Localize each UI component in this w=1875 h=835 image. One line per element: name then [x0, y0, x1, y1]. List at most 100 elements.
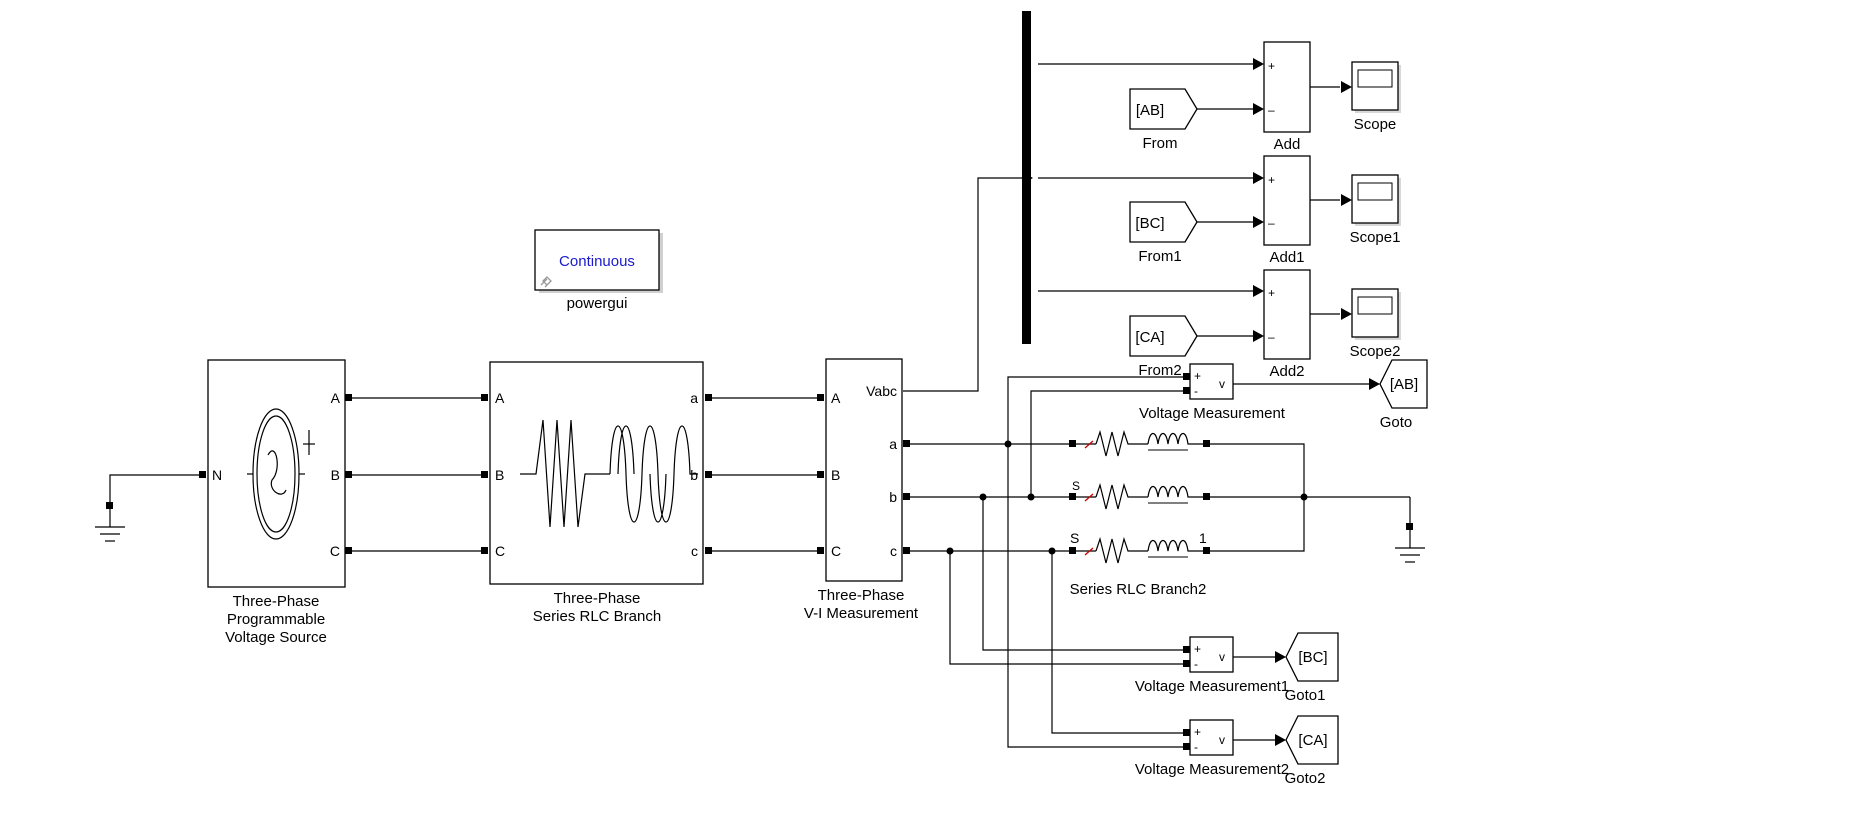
branch-frag-s1: S	[1072, 479, 1080, 493]
vi-out-port-c[interactable]	[903, 547, 910, 554]
three-phase-programmable-voltage-source[interactable]: A B C N Three-Phase Programmable Voltage…	[199, 359, 352, 646]
vi-in-port-a[interactable]	[817, 394, 824, 401]
rlc-name-line2: Series RLC Branch	[533, 608, 661, 625]
series-rlc-branch2[interactable]: S S 1 Series RLC Branch2	[1069, 429, 1210, 598]
vm2-minus-label: -	[1194, 740, 1198, 754]
add1-name: Add1	[1269, 249, 1304, 266]
scope2-screen-icon	[1357, 296, 1393, 315]
rlc-name-line1: Three-Phase	[554, 590, 641, 607]
branch-frag-1: 1	[1199, 530, 1207, 546]
from1-name: From1	[1138, 248, 1181, 265]
add2-plus-label: +	[1268, 286, 1275, 300]
add-block[interactable]: + – Add	[1263, 41, 1311, 153]
source-port-n-label: N	[212, 467, 222, 483]
from2-name: From2	[1138, 362, 1181, 379]
add1-block[interactable]: + – Add1	[1263, 155, 1311, 266]
voltage-measurement2-block[interactable]: + - v Voltage Measurement2	[1135, 719, 1289, 778]
scope1-name: Scope1	[1350, 229, 1401, 246]
ground-icon[interactable]	[95, 502, 125, 542]
junction-dots	[946, 440, 1308, 555]
vi-vabc-label: Vabc	[866, 383, 897, 399]
vm2-name: Voltage Measurement2	[1135, 761, 1289, 778]
rlc-in-port-c[interactable]	[481, 547, 488, 554]
vm2-out-label: v	[1219, 733, 1225, 747]
vm1-out-label: v	[1219, 650, 1225, 664]
add-minus-label: –	[1268, 103, 1275, 117]
source-port-a-label: A	[331, 390, 341, 406]
source-name-line1: Three-Phase	[233, 593, 320, 610]
source-port-b[interactable]	[345, 471, 352, 478]
scope1-block[interactable]: Scope1	[1350, 174, 1401, 246]
vi-in-b-label: B	[831, 467, 840, 483]
source-port-c[interactable]	[345, 547, 352, 554]
goto1-tag: [BC]	[1298, 649, 1327, 666]
source-port-c-label: C	[330, 543, 340, 559]
demux-bar[interactable]	[1022, 11, 1031, 344]
add2-block[interactable]: + – Add2	[1263, 269, 1311, 380]
from-tag: [AB]	[1136, 102, 1164, 119]
rlc-out-a-label: a	[690, 390, 698, 406]
rlc-out-c-label: c	[691, 543, 698, 559]
vi-in-a-label: A	[831, 390, 841, 406]
ground-icon-right[interactable]	[1395, 523, 1425, 563]
rlc-branch-a	[1069, 429, 1210, 457]
voltage-measurement-block[interactable]: + - v Voltage Measurement	[1139, 363, 1286, 422]
vm-out-label: v	[1219, 377, 1225, 391]
add1-plus-label: +	[1268, 173, 1275, 187]
vi-in-port-b[interactable]	[817, 471, 824, 478]
vi-in-port-c[interactable]	[817, 547, 824, 554]
vi-out-port-a[interactable]	[903, 440, 910, 447]
rlc-out-port-a[interactable]	[705, 394, 712, 401]
add1-minus-label: –	[1268, 216, 1275, 230]
rlc-in-a-label: A	[495, 390, 505, 406]
vi-name-line1: Three-Phase	[818, 587, 905, 604]
vi-out-a-label: a	[889, 436, 897, 452]
goto-tag: [AB]	[1390, 376, 1418, 393]
source-name-line2: Programmable	[227, 611, 325, 628]
three-phase-series-rlc-branch[interactable]: A B C a b c Three-Phase Series RLC Branc…	[481, 361, 712, 625]
rlc-arrow-icon	[1084, 440, 1094, 449]
vi-out-port-b[interactable]	[903, 493, 910, 500]
rlc-symbol-icon	[520, 419, 698, 528]
three-phase-vi-measurement[interactable]: A B C Vabc a b c Three-Phase V-I Measure…	[804, 358, 919, 622]
from1-block[interactable]: [BC] From1	[1129, 201, 1198, 265]
vm1-minus-label: -	[1194, 657, 1198, 671]
vm2-plus-label: +	[1194, 725, 1201, 739]
from-block[interactable]: [AB] From	[1129, 88, 1198, 152]
signal-lines	[109, 63, 1411, 748]
vm-name: Voltage Measurement	[1139, 405, 1286, 422]
vm1-plus-label: +	[1194, 642, 1201, 656]
rlc-in-c-label: C	[495, 543, 505, 559]
goto2-tag: [CA]	[1298, 732, 1327, 749]
library-link-icon	[540, 276, 552, 288]
add-name: Add	[1274, 136, 1301, 153]
source-name-line3: Voltage Source	[225, 629, 327, 646]
branch-frag-s2: S	[1070, 530, 1079, 546]
goto1-block[interactable]: [BC] Goto1	[1285, 632, 1339, 704]
powergui-block[interactable]: Continuous powergui	[534, 229, 663, 312]
goto-name: Goto	[1380, 414, 1413, 431]
vm1-name: Voltage Measurement1	[1135, 678, 1289, 695]
add2-name: Add2	[1269, 363, 1304, 380]
scope-block[interactable]: Scope	[1351, 61, 1401, 133]
vi-out-c-label: c	[890, 543, 897, 559]
sine-wave-source-icon	[247, 408, 315, 540]
add-plus-label: +	[1268, 59, 1275, 73]
from-name: From	[1143, 135, 1178, 152]
goto2-block[interactable]: [CA] Goto2	[1285, 715, 1339, 787]
branch-name: Series RLC Branch2	[1070, 581, 1207, 598]
vi-in-c-label: C	[831, 543, 841, 559]
goto1-name: Goto1	[1285, 687, 1326, 704]
rlc-branch-c: S 1	[1069, 530, 1210, 564]
rlc-out-port-c[interactable]	[705, 547, 712, 554]
source-port-n[interactable]	[199, 471, 206, 478]
rlc-in-port-a[interactable]	[481, 394, 488, 401]
goto-block[interactable]: [AB] Goto	[1379, 359, 1428, 431]
rlc-out-port-b[interactable]	[705, 471, 712, 478]
scope2-block[interactable]: Scope2	[1350, 288, 1401, 360]
source-port-a[interactable]	[345, 394, 352, 401]
from2-block[interactable]: [CA] From2	[1129, 315, 1198, 379]
voltage-measurement1-block[interactable]: + - v Voltage Measurement1	[1135, 636, 1289, 695]
rlc-in-port-b[interactable]	[481, 471, 488, 478]
